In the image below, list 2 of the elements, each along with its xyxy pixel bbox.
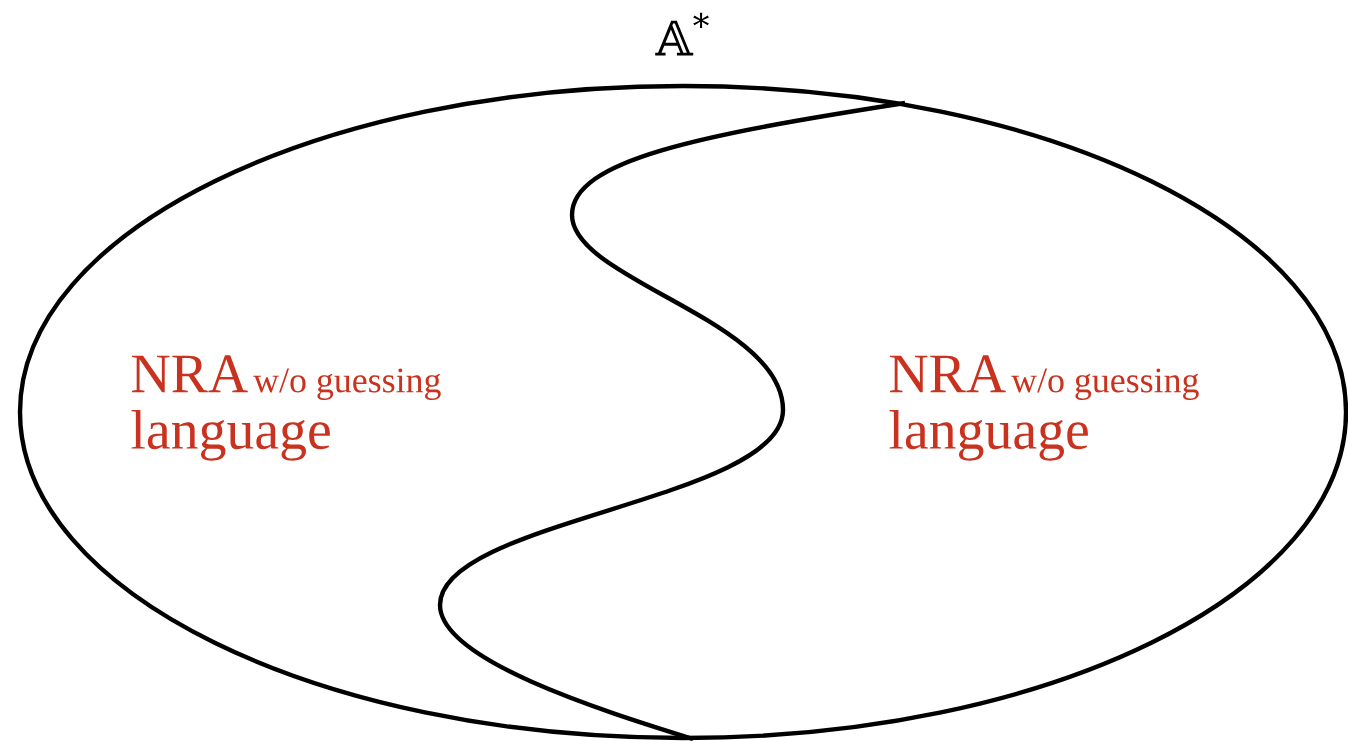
ellipse (17, 83, 1348, 741)
set-label: 𝔸$^{*}$ (655, 12, 709, 56)
